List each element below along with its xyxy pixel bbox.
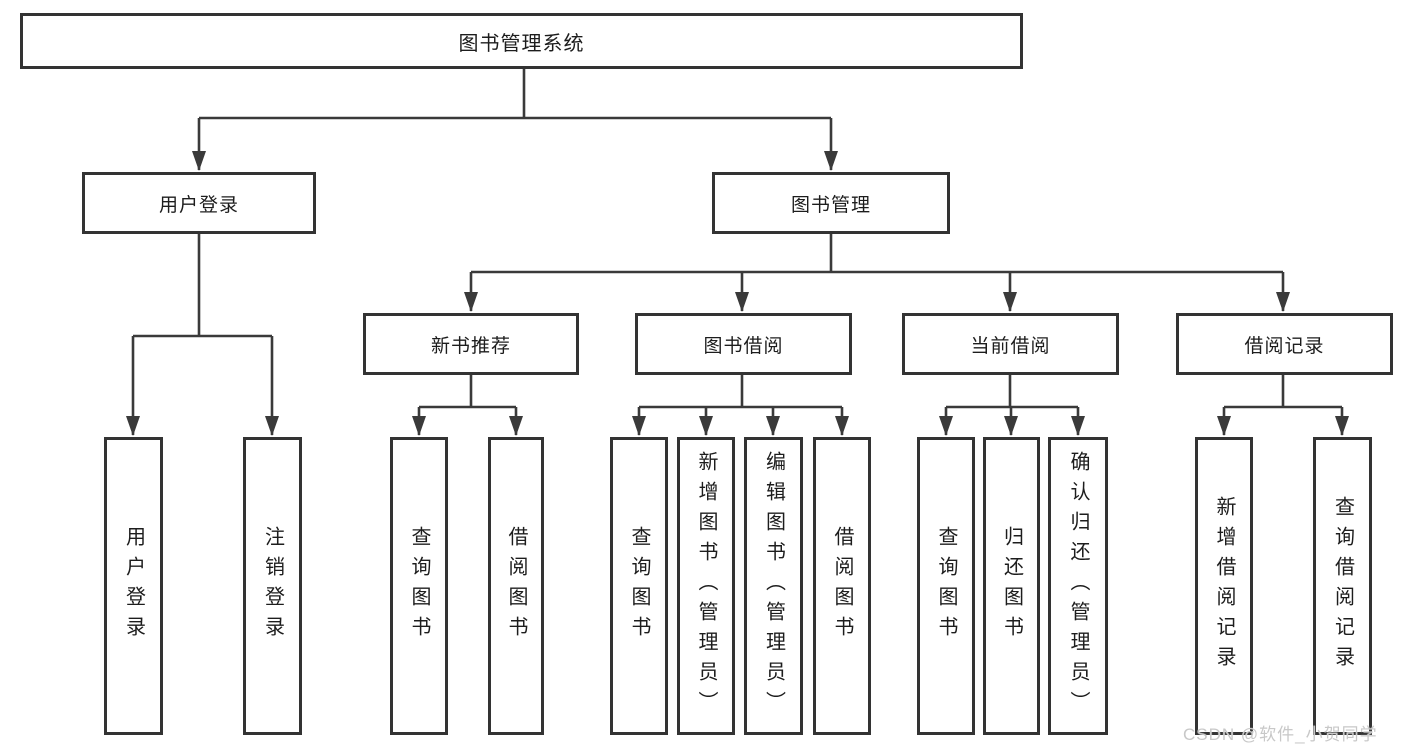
node-library-management-system: 图书管理系统 bbox=[20, 13, 1023, 69]
leaf-br-query-borrow-record: 查询借阅记录 bbox=[1313, 437, 1372, 735]
node-borrowing-records: 借阅记录 bbox=[1176, 313, 1393, 375]
leaf-bb-add-books-admin: 新增图书（管理员） bbox=[677, 437, 735, 735]
leaf-nbr-query-books: 查询图书 bbox=[390, 437, 448, 735]
leaf-logout-login: 注销登录 bbox=[243, 437, 302, 735]
node-book-management: 图书管理 bbox=[712, 172, 950, 234]
leaf-bb-borrow-books: 借阅图书 bbox=[813, 437, 871, 735]
leaf-nbr-borrow-books: 借阅图书 bbox=[488, 437, 544, 735]
leaf-cb-confirm-return-admin: 确认归还（管理员） bbox=[1048, 437, 1108, 735]
leaf-cb-query-books: 查询图书 bbox=[917, 437, 975, 735]
leaf-br-add-borrow-record: 新增借阅记录 bbox=[1195, 437, 1253, 735]
leaf-bb-edit-books-admin: 编辑图书（管理员） bbox=[744, 437, 803, 735]
node-current-borrowing: 当前借阅 bbox=[902, 313, 1119, 375]
leaf-user-login: 用户登录 bbox=[104, 437, 163, 735]
csdn-watermark: CSDN @软件_小贺同学 bbox=[1183, 725, 1378, 744]
leaf-cb-return-books: 归还图书 bbox=[983, 437, 1040, 735]
leaf-bb-query-books: 查询图书 bbox=[610, 437, 668, 735]
node-new-book-recommend: 新书推荐 bbox=[363, 313, 579, 375]
node-user-login: 用户登录 bbox=[82, 172, 316, 234]
node-book-borrowing: 图书借阅 bbox=[635, 313, 852, 375]
